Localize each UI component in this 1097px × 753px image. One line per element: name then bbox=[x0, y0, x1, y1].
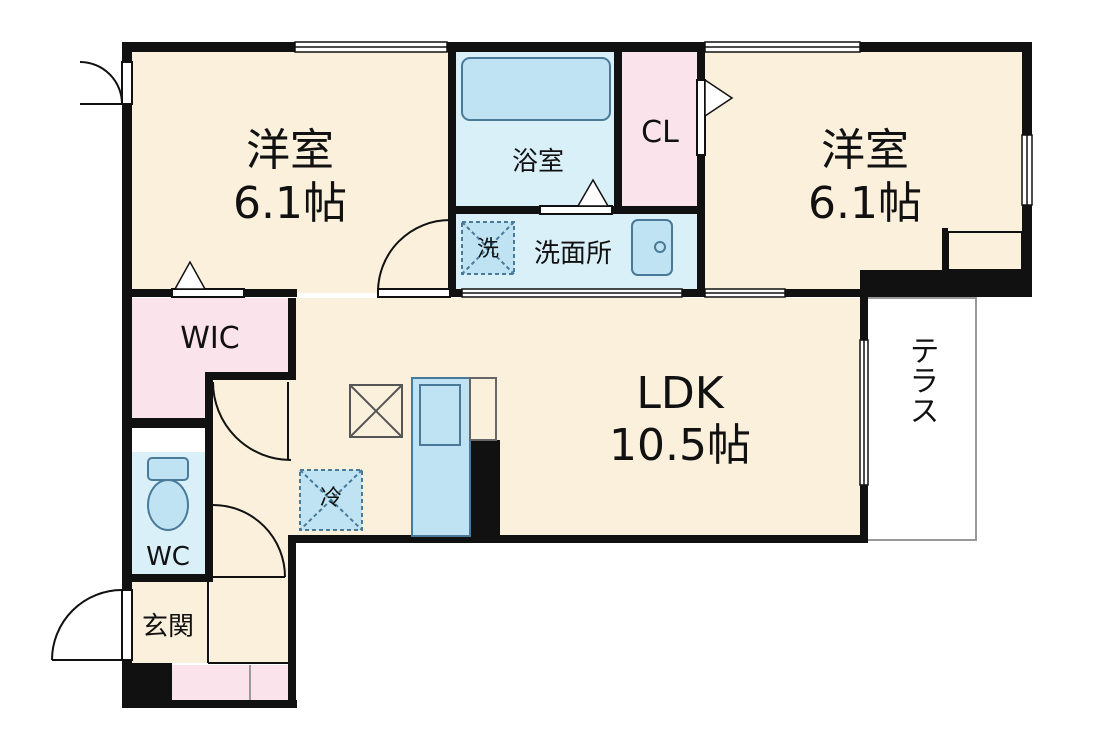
fixtures bbox=[147, 57, 673, 537]
terrace-area bbox=[865, 297, 977, 541]
wc-label: WC bbox=[146, 542, 190, 572]
western-room-right-name: 洋室 bbox=[821, 125, 909, 176]
windows bbox=[294, 41, 1033, 486]
shoe-box-area bbox=[172, 665, 290, 703]
terrace-label: テラス bbox=[904, 335, 939, 425]
western-room-right-area bbox=[705, 48, 1027, 293]
washer-label: 洗 bbox=[477, 237, 499, 262]
washroom-label: 洗面所 bbox=[534, 239, 612, 269]
western-room-left-name: 洋室 bbox=[246, 125, 334, 176]
closet-area bbox=[620, 48, 700, 208]
hallway-area bbox=[210, 380, 292, 663]
closet-label: CL bbox=[641, 115, 679, 150]
wic-label: WIC bbox=[180, 321, 239, 356]
western-room-left-size: 6.1帖 bbox=[233, 178, 347, 229]
ldk-size: 10.5帖 bbox=[609, 420, 751, 471]
fridge-label: 冷 bbox=[320, 486, 342, 511]
bath-label: 浴室 bbox=[512, 147, 564, 177]
doors bbox=[51, 61, 706, 664]
door-markers bbox=[173, 78, 734, 290]
ldk-name: LDK bbox=[636, 368, 724, 419]
western-room-left-area bbox=[128, 48, 453, 293]
western-room-right-size: 6.1帖 bbox=[808, 178, 922, 229]
ldk-area bbox=[292, 298, 862, 540]
entrance-label: 玄関 bbox=[142, 612, 194, 642]
entrance-area bbox=[128, 580, 208, 663]
